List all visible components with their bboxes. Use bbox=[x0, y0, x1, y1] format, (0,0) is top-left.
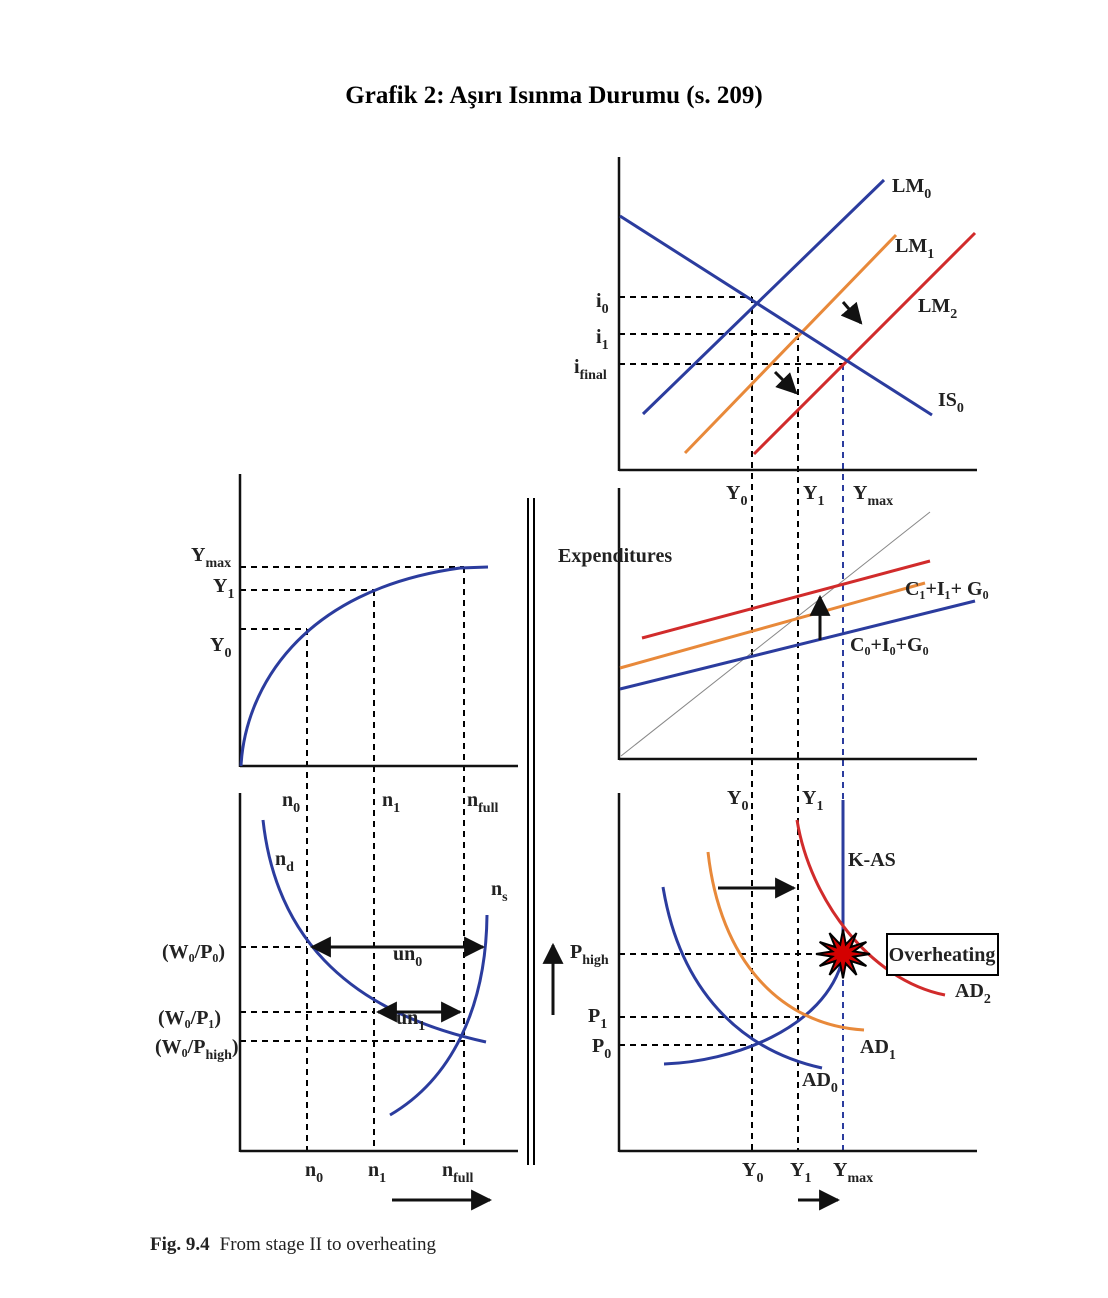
labor-top-tick-nfull: nfull bbox=[467, 789, 498, 816]
overheating-label: Overheating bbox=[889, 944, 996, 966]
un1-label: un1 bbox=[396, 1007, 425, 1034]
exp-45-degree-line bbox=[620, 511, 931, 757]
adas-tick-p0: P0 bbox=[592, 1035, 611, 1062]
islm-tick-y1: Y1 bbox=[803, 482, 824, 509]
prod-tick-y0: Y0 bbox=[210, 634, 231, 661]
labor-top-tick-n1: n1 bbox=[382, 789, 400, 816]
adas-tick-y1: Y1 bbox=[790, 1159, 811, 1186]
labor-tick-wp1: (W₀/P₁) bbox=[158, 1007, 221, 1029]
labor-tick-nfull: nfull bbox=[442, 1159, 473, 1186]
prod-tick-y1: Y1 bbox=[213, 575, 234, 602]
overheating-burst-icon bbox=[815, 929, 871, 979]
is0-curve bbox=[619, 214, 933, 417]
as-upward-curve bbox=[663, 957, 845, 1066]
islm-lm0-label: LM0 bbox=[892, 175, 931, 202]
exp-label-c1i1g0: C₁+I₁+ G₀ bbox=[905, 578, 989, 600]
adas-top-tick-y1: Y1 bbox=[802, 787, 823, 814]
islm-tick-y0: Y0 bbox=[726, 482, 747, 509]
adas-tick-p1: P1 bbox=[588, 1005, 607, 1032]
labor-top-tick-n0: n0 bbox=[282, 789, 300, 816]
islm-tick-i1: i1 bbox=[596, 326, 609, 353]
exp-label-c0i0g0: C₀+I₀+G₀ bbox=[850, 634, 929, 656]
labor-tick-n1: n1 bbox=[368, 1159, 386, 1186]
adas-tick-phigh: Phigh bbox=[570, 941, 609, 968]
ad2-label: AD2 bbox=[955, 980, 991, 1007]
ad1-label: AD1 bbox=[860, 1036, 896, 1063]
lm2-curve bbox=[752, 231, 977, 456]
c0i0g0-line bbox=[619, 599, 976, 691]
lm0-curve bbox=[641, 178, 886, 416]
ad2-curve bbox=[795, 819, 946, 997]
nd-curve bbox=[261, 819, 487, 1044]
adas-tick-y0: Y0 bbox=[742, 1159, 763, 1186]
labor-tick-wp0: (W₀/P₀) bbox=[162, 941, 225, 963]
labor-tick-n0: n0 bbox=[305, 1159, 323, 1186]
ad0-label: AD0 bbox=[802, 1069, 838, 1096]
prod-tick-ymax: Ymax bbox=[191, 544, 231, 571]
overheating-box bbox=[886, 933, 999, 976]
caption-figure-number: Fig. 9.4 bbox=[150, 1234, 210, 1255]
ad1-curve bbox=[706, 851, 865, 1032]
c1i1g0-orange-line bbox=[619, 581, 926, 670]
islm-tick-ifinal: ifinal bbox=[574, 356, 607, 383]
islm-lm1-label: LM1 bbox=[895, 235, 934, 262]
lm1-curve bbox=[683, 233, 898, 455]
lm-shift-arrow-1 bbox=[840, 301, 863, 325]
ns-label: ns bbox=[491, 878, 508, 905]
exp-ylabel: Expenditures bbox=[558, 545, 672, 567]
c1i1g0-red-line bbox=[641, 559, 931, 640]
labor-tick-wphigh: (W₀/Phigh) bbox=[155, 1036, 239, 1063]
figure-caption: Fig. 9.4 From stage II to overheating bbox=[150, 1234, 436, 1256]
nd-label: nd bbox=[275, 848, 294, 875]
adas-tick-ymax: Ymax bbox=[833, 1159, 873, 1186]
islm-is0-label: IS0 bbox=[938, 389, 964, 416]
figure-title: Grafik 2: Aşırı Isınma Durumu (s. 209) bbox=[345, 82, 763, 109]
islm-tick-i0: i0 bbox=[596, 290, 609, 317]
lm-shift-arrow-2 bbox=[773, 370, 798, 395]
islm-tick-ymax: Ymax bbox=[853, 482, 893, 509]
adas-top-tick-y0: Y0 bbox=[727, 787, 748, 814]
k-as-label: K-AS bbox=[848, 849, 896, 871]
production-curve bbox=[239, 565, 489, 767]
un0-label: un0 bbox=[393, 943, 422, 970]
ad0-curve bbox=[661, 886, 823, 1070]
caption-text: From stage II to overheating bbox=[219, 1234, 436, 1255]
islm-lm2-label: LM2 bbox=[918, 295, 957, 322]
